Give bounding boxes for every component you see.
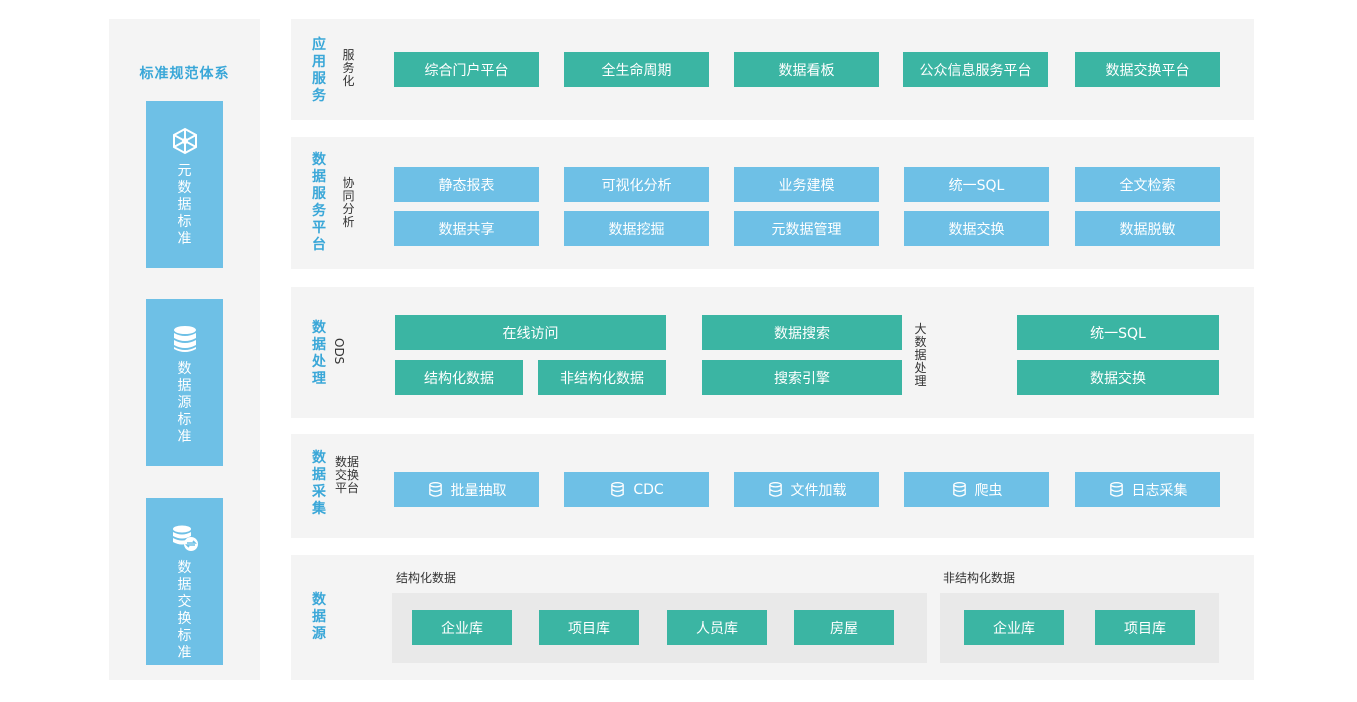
proc-data-exchange[interactable]: 数据交换 xyxy=(1017,360,1219,395)
source-enterprise-db[interactable]: 企业库 xyxy=(412,610,512,645)
dsp-data-exchange[interactable]: 数据交换 xyxy=(904,211,1049,246)
collect-item-label: 批量抽取 xyxy=(450,482,507,499)
source-personnel-db[interactable]: 人员库 xyxy=(667,610,767,645)
layer-title: 应用服务 xyxy=(312,37,326,104)
unstructured-data-group: 企业库 项目库 xyxy=(940,593,1219,663)
collect-item-label: 日志采集 xyxy=(1131,482,1188,499)
proc-data-search[interactable]: 数据搜索 xyxy=(702,315,902,350)
standard-card-exchange: 数据交换标准 xyxy=(146,498,223,665)
database-icon xyxy=(768,482,782,497)
database-icon xyxy=(952,482,966,497)
collect-batch-extract[interactable]: 批量抽取 xyxy=(394,472,539,507)
dsp-static-report[interactable]: 静态报表 xyxy=(394,167,539,202)
layer-data-processing: 数据处理 ODS 在线访问 结构化数据 非结构化数据 数据搜索 搜索引擎 大数据… xyxy=(291,287,1254,418)
database-icon xyxy=(173,326,196,352)
proc-structured-data[interactable]: 结构化数据 xyxy=(395,360,523,395)
layer-subtitle: 协同分析 xyxy=(342,176,355,229)
dsp-business-modeling[interactable]: 业务建模 xyxy=(734,167,879,202)
collect-file-load[interactable]: 文件加载 xyxy=(734,472,879,507)
structured-data-heading: 结构化数据 xyxy=(396,571,457,585)
dsp-data-mining[interactable]: 数据挖掘 xyxy=(564,211,709,246)
app-item-lifecycle[interactable]: 全生命周期 xyxy=(564,52,709,87)
database-icon xyxy=(1109,482,1123,497)
proc-search-engine[interactable]: 搜索引擎 xyxy=(702,360,902,395)
source-unstructured-enterprise-db[interactable]: 企业库 xyxy=(964,610,1064,645)
collect-item-label: 爬虫 xyxy=(974,482,1003,499)
standards-title: 标准规范体系 xyxy=(139,66,230,82)
layer-title: 数据服务平台 xyxy=(312,152,326,253)
layer-title: 数据源 xyxy=(312,592,326,642)
layer-subtitle: 服务化 xyxy=(342,48,355,88)
collect-item-label: 文件加载 xyxy=(790,482,847,499)
standard-card-label: 元数据标准 xyxy=(177,163,192,247)
dsp-data-sharing[interactable]: 数据共享 xyxy=(394,211,539,246)
proc-online-access[interactable]: 在线访问 xyxy=(395,315,666,350)
layer-data-collection: 数据采集 数据交换平台 批量抽取 CDC 文件加载 爬虫 日志采集 xyxy=(291,434,1254,538)
proc-unstructured-data[interactable]: 非结构化数据 xyxy=(538,360,666,395)
app-item-portal[interactable]: 综合门户平台 xyxy=(394,52,539,87)
layer-application-service: 应用服务 服务化 综合门户平台 全生命周期 数据看板 公众信息服务平台 数据交换… xyxy=(291,19,1254,120)
source-housing-db[interactable]: 房屋 xyxy=(794,610,894,645)
dsp-full-text-search[interactable]: 全文检索 xyxy=(1075,167,1220,202)
standards-panel: 标准规范体系 元数据标准 xyxy=(109,19,260,680)
standard-card-label: 数据源标准 xyxy=(177,361,192,445)
layer-data-source: 数据源 结构化数据 企业库 项目库 人员库 房屋 非结构化数据 企业库 项目库 xyxy=(291,555,1254,680)
layer-data-service-platform: 数据服务平台 协同分析 静态报表 可视化分析 业务建模 统一SQL 全文检索 数… xyxy=(291,137,1254,269)
app-item-public-info[interactable]: 公众信息服务平台 xyxy=(903,52,1048,87)
source-project-db[interactable]: 项目库 xyxy=(539,610,639,645)
layer-title: 数据采集 xyxy=(312,450,326,517)
collect-log[interactable]: 日志采集 xyxy=(1075,472,1220,507)
dsp-unified-sql[interactable]: 统一SQL xyxy=(904,167,1049,202)
ods-label: ODS xyxy=(332,338,346,365)
dsp-data-masking[interactable]: 数据脱敏 xyxy=(1075,211,1220,246)
database-exchange-icon xyxy=(172,525,198,551)
database-icon xyxy=(428,482,442,497)
hub-network-icon xyxy=(172,127,197,155)
database-icon xyxy=(611,482,625,497)
unstructured-data-heading: 非结构化数据 xyxy=(943,571,1016,585)
app-item-dashboard[interactable]: 数据看板 xyxy=(734,52,879,87)
source-unstructured-project-db[interactable]: 项目库 xyxy=(1095,610,1195,645)
standard-card-label: 数据交换标准 xyxy=(177,560,192,661)
structured-data-group: 企业库 项目库 人员库 房屋 xyxy=(392,593,927,663)
collect-item-label: CDC xyxy=(633,481,664,498)
collect-cdc[interactable]: CDC xyxy=(564,472,709,507)
standard-card-datasource: 数据源标准 xyxy=(146,299,223,466)
layer-subtitle: 数据交换平台 xyxy=(334,455,359,495)
proc-unified-sql[interactable]: 统一SQL xyxy=(1017,315,1219,350)
collect-crawler[interactable]: 爬虫 xyxy=(904,472,1049,507)
layer-title: 数据处理 xyxy=(312,320,326,387)
bigdata-processing-label: 大数据处理 xyxy=(914,322,927,388)
dsp-metadata-management[interactable]: 元数据管理 xyxy=(734,211,879,246)
app-item-exchange-platform[interactable]: 数据交换平台 xyxy=(1075,52,1220,87)
dsp-visual-analysis[interactable]: 可视化分析 xyxy=(564,167,709,202)
standard-card-metadata: 元数据标准 xyxy=(146,101,223,268)
